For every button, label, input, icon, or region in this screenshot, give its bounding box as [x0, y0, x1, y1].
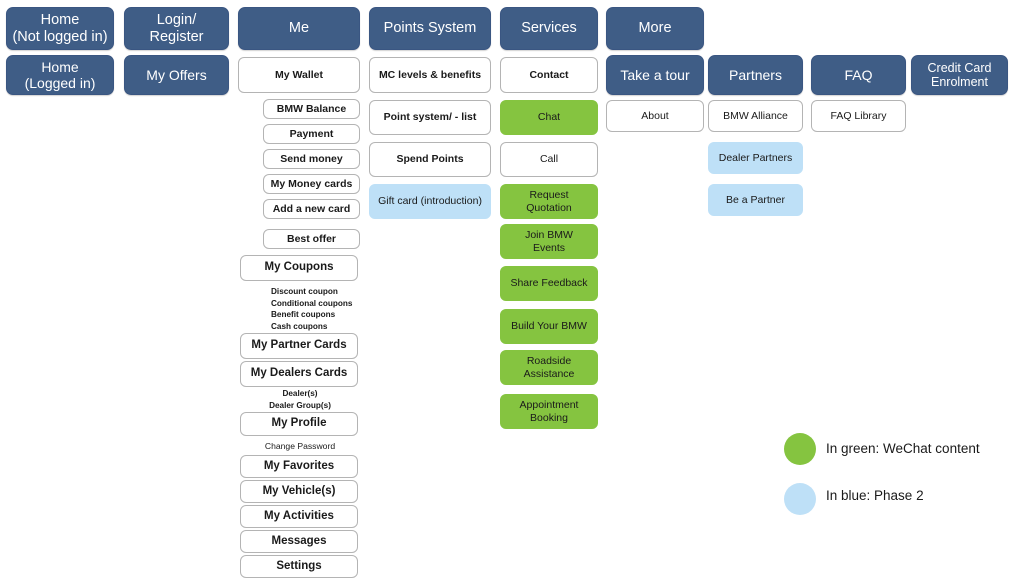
node-my-wallet[interactable]: My Wallet — [238, 57, 360, 93]
node-join-bmw-events[interactable]: Join BMW Events — [500, 224, 598, 259]
node-take-a-tour[interactable]: Take a tour — [606, 55, 704, 95]
node-login-register[interactable]: Login/ Register — [124, 7, 229, 50]
node-build-your-bmw[interactable]: Build Your BMW — [500, 309, 598, 344]
node-mc-levels-benefits[interactable]: MC levels & benefits — [369, 57, 491, 93]
node-more[interactable]: More — [606, 7, 704, 50]
legend-blue-label: In blue: Phase 2 — [826, 488, 924, 503]
node-my-offers[interactable]: My Offers — [124, 55, 229, 95]
node-my-dealers-cards[interactable]: My Dealers Cards — [240, 361, 358, 387]
node-payment[interactable]: Payment — [263, 124, 360, 144]
node-my-vehicles[interactable]: My Vehicle(s) — [240, 480, 358, 503]
node-contact[interactable]: Contact — [500, 57, 598, 93]
node-messages[interactable]: Messages — [240, 530, 358, 553]
legend-blue-swatch — [784, 483, 816, 515]
node-home-logged-in[interactable]: Home (Logged in) — [6, 55, 114, 95]
node-my-favorites[interactable]: My Favorites — [240, 455, 358, 478]
node-send-money[interactable]: Send money — [263, 149, 360, 169]
node-points-system[interactable]: Points System — [369, 7, 491, 50]
sublist-change-password: Change Password — [264, 441, 336, 451]
node-bmw-balance[interactable]: BMW Balance — [263, 99, 360, 119]
node-request-quotation[interactable]: Request Quotation — [500, 184, 598, 219]
node-me[interactable]: Me — [238, 7, 360, 50]
node-home-not-logged-in[interactable]: Home (Not logged in) — [6, 7, 114, 50]
node-add-a-new-card[interactable]: Add a new card — [263, 199, 360, 219]
node-dealer-partners[interactable]: Dealer Partners — [708, 142, 803, 174]
node-bmw-alliance[interactable]: BMW Alliance — [708, 100, 803, 132]
node-share-feedback[interactable]: Share Feedback — [500, 266, 598, 301]
legend-green-label: In green: WeChat content — [826, 441, 980, 456]
node-services[interactable]: Services — [500, 7, 598, 50]
node-gift-card[interactable]: Gift card (introduction) — [369, 184, 491, 219]
node-my-partner-cards[interactable]: My Partner Cards — [240, 333, 358, 359]
node-best-offer[interactable]: Best offer — [263, 229, 360, 249]
node-my-activities[interactable]: My Activities — [240, 505, 358, 528]
node-appointment-booking[interactable]: Appointment Booking — [500, 394, 598, 429]
node-be-a-partner[interactable]: Be a Partner — [708, 184, 803, 216]
node-settings[interactable]: Settings — [240, 555, 358, 578]
node-my-money-cards[interactable]: My Money cards — [263, 174, 360, 194]
node-faq-library[interactable]: FAQ Library — [811, 100, 906, 132]
node-roadside-assistance[interactable]: Roadside Assistance — [500, 350, 598, 385]
node-spend-points[interactable]: Spend Points — [369, 142, 491, 177]
node-point-system-list[interactable]: Point system/ - list — [369, 100, 491, 135]
sublist-dealers: Dealer(s) Dealer Group(s) — [269, 389, 331, 410]
node-faq[interactable]: FAQ — [811, 55, 906, 95]
node-chat[interactable]: Chat — [500, 100, 598, 135]
node-about[interactable]: About — [606, 100, 704, 132]
node-partners[interactable]: Partners — [708, 55, 803, 95]
node-my-profile[interactable]: My Profile — [240, 412, 358, 436]
sublist-coupons: Discount coupon Conditional coupons Bene… — [271, 287, 353, 331]
legend-green-swatch — [784, 433, 816, 465]
node-call[interactable]: Call — [500, 142, 598, 177]
node-my-coupons[interactable]: My Coupons — [240, 255, 358, 281]
node-credit-card-enrolment[interactable]: Credit Card Enrolment — [911, 55, 1008, 95]
